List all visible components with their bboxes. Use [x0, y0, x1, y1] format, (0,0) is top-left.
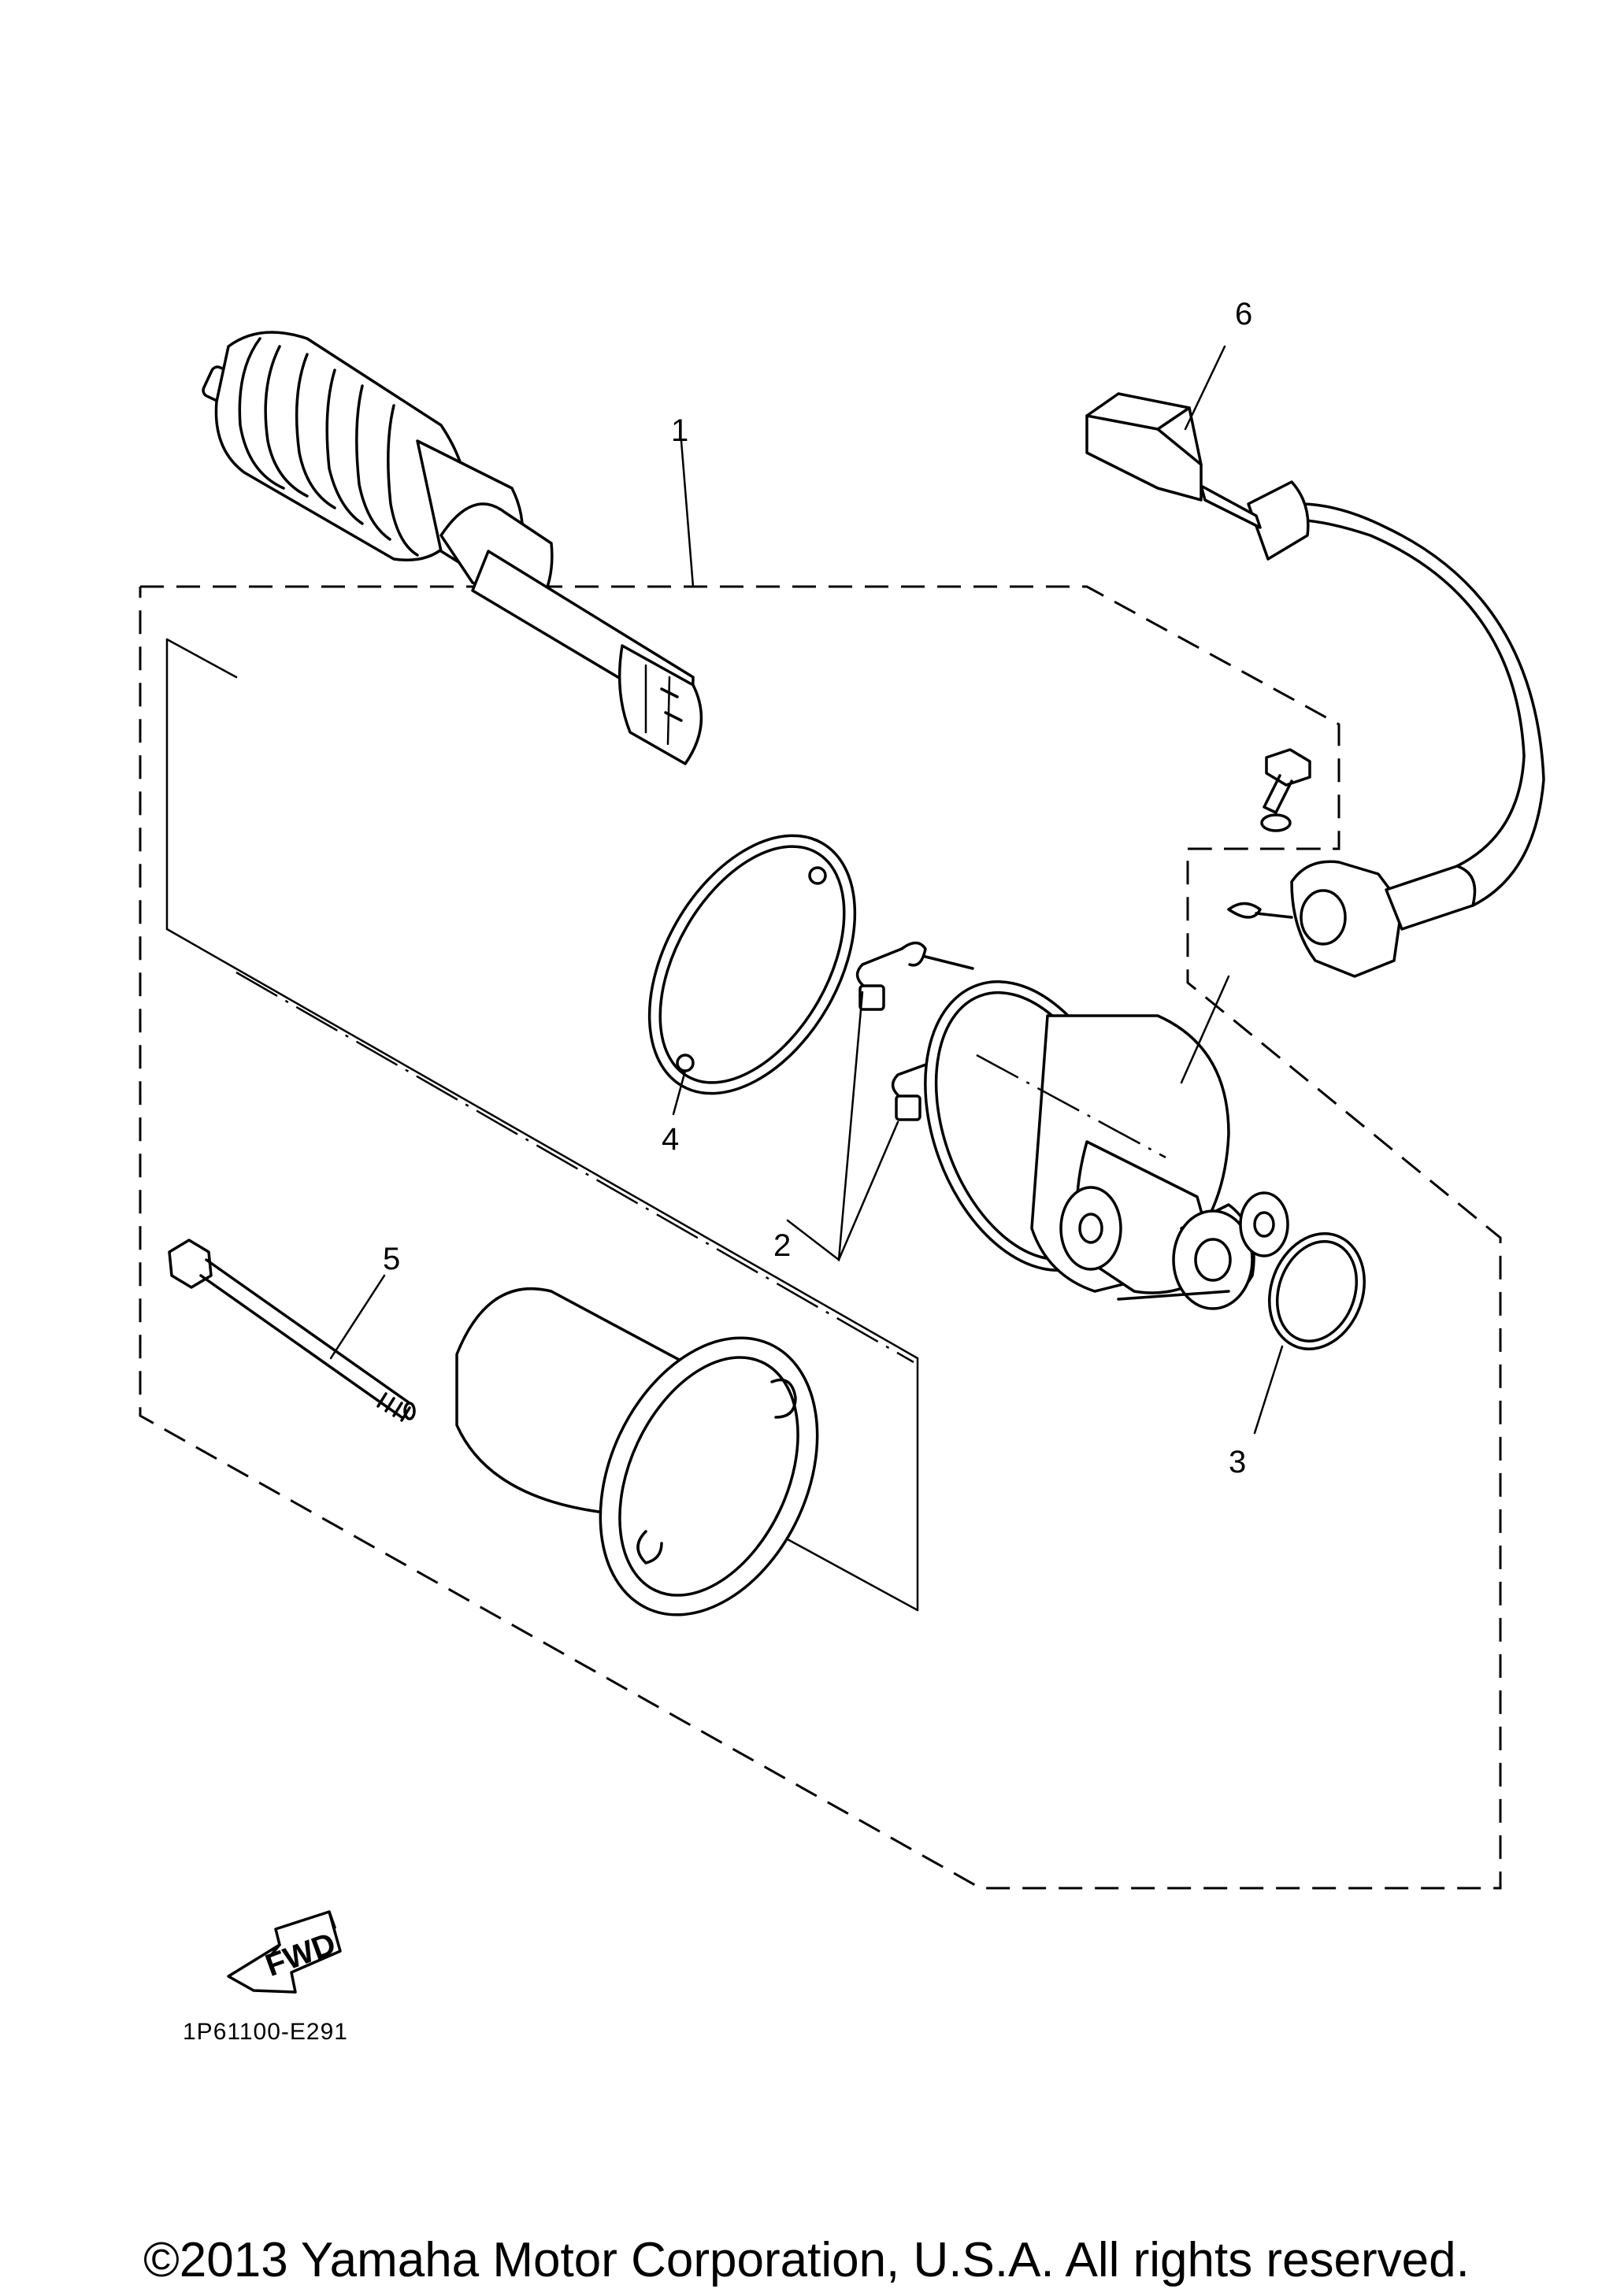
gasket-part-4 [647, 834, 857, 1095]
callout-4: 4 [662, 1122, 679, 1157]
o-ring-part-3 [1268, 1232, 1366, 1350]
callout-5: 5 [383, 1242, 400, 1276]
brush-set-part-2 [855, 941, 1014, 1121]
through-bolt-part-5 [168, 1239, 416, 1422]
callout-3: 3 [1229, 1445, 1246, 1479]
leader-lines [329, 345, 1284, 1435]
yoke [455, 1287, 819, 1616]
callout-labels: 1 2 3 4 5 6 [383, 297, 1252, 1479]
section-lines [165, 638, 919, 1612]
fwd-arrow-icon: FWD [227, 1910, 342, 1994]
lead-wire-assembly [1085, 392, 1545, 978]
front-cover-housing [924, 980, 1289, 1310]
callout-1: 1 [671, 413, 688, 448]
callout-6: 6 [1235, 297, 1252, 331]
armature [202, 331, 703, 765]
assembly-boundary [139, 585, 1502, 1890]
diagram-code: 1P61100-E291 [183, 2019, 348, 2045]
callout-2: 2 [773, 1228, 791, 1263]
copyright-notice: ©2013 Yamaha Motor Corporation, U.S.A. A… [143, 2233, 1470, 2287]
